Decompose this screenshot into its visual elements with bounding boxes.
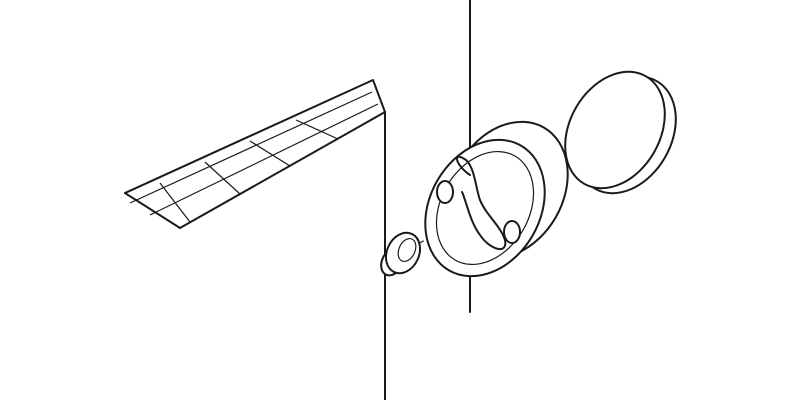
panel-front-top-edge — [179, 111, 386, 229]
panel-inner-line — [129, 91, 373, 204]
panel-crossbar — [204, 161, 241, 195]
keyhole-slot — [456, 155, 507, 250]
panel-crossbar — [295, 119, 339, 140]
cover-cap — [564, 70, 677, 195]
panel-crossbar — [249, 140, 291, 167]
ring-connector — [424, 120, 569, 278]
mounting-screw — [380, 231, 422, 277]
panel — [124, 79, 386, 400]
panel-crossbar — [159, 182, 191, 223]
screw-hole-left — [436, 180, 454, 204]
panel-end-edge — [124, 192, 181, 229]
panel-inner-line — [149, 103, 379, 216]
panel-outline — [124, 79, 386, 400]
screw-hole-right — [503, 220, 521, 244]
